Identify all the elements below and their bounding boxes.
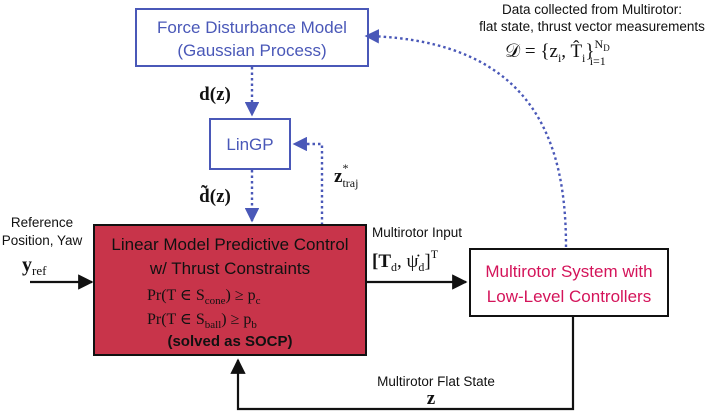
trajectory-label-sup: * [342, 161, 348, 175]
input-formula-b: , ψ̇ [397, 251, 420, 272]
cone-constraint-sub: cone [205, 295, 226, 307]
ball-constraint-sub: ball [205, 319, 222, 331]
multirotor-system-box [469, 248, 669, 317]
formula-sub-i2: i [582, 51, 586, 65]
formula-mid: , T̂ [561, 40, 582, 62]
input-formula-a: [T [372, 251, 391, 272]
input-formula-c: ] [424, 251, 430, 272]
data-note-line2: flat state, thrust vector measurements [479, 19, 705, 34]
reference-line1: Reference [11, 215, 73, 230]
trajectory-label-sub: traj [342, 176, 358, 190]
lingp-box [209, 118, 291, 170]
trajectory-label: z*traj [334, 161, 358, 190]
ball-constraint-psub: b [251, 319, 257, 331]
multirotor-input-label: Multirotor Input [372, 225, 462, 240]
system-subtitle: Low-Level Controllers [487, 287, 651, 306]
formula-prefix: 𝒟 = {z [505, 41, 558, 62]
formula-sup-d: D [603, 43, 610, 53]
formula-sub-i: i [558, 51, 562, 65]
input-formula-sub-d: d [391, 260, 397, 274]
ball-constraint: Pr(T ∈ Sball) ≥ pb [147, 311, 257, 331]
ball-constraint-a: Pr(T ∈ S [147, 311, 205, 328]
formula-close: } [585, 41, 594, 62]
formula-sub-range: i=1 [590, 54, 606, 68]
flat-state-symbol: z [427, 388, 436, 409]
trajectory-feedback-arrow [292, 136, 324, 225]
multirotor-input-formula: [Td, ψ̇d]T [372, 247, 439, 274]
linearized-disturbance-label: d̃(z) [199, 185, 231, 207]
lingp-label: LinGP [226, 135, 273, 154]
flat-state-label: Multirotor Flat State [377, 374, 495, 389]
formula-sup-n: N [595, 37, 604, 51]
input-formula-sub-d2: d [418, 260, 424, 274]
reference-line2: Position, Yaw [2, 233, 83, 248]
reference-symbol: yref [22, 254, 47, 278]
reference-symbol-base: y [22, 254, 32, 276]
input-formula-sup: T [431, 247, 439, 261]
force-model-title: Force Disturbance Model [157, 18, 347, 37]
cone-constraint: Pr(T ∈ Scone) ≥ pc [147, 287, 261, 307]
cone-constraint-a: Pr(T ∈ S [147, 287, 205, 304]
disturbance-output-label: d(z) [199, 84, 231, 105]
ball-constraint-b: ) ≥ p [221, 311, 251, 328]
mpc-box [93, 224, 367, 356]
flat-state-feedback-arrow [230, 316, 575, 411]
data-note-line1: Data collected from Multirotor: [502, 2, 682, 17]
cone-constraint-b: ) ≥ p [226, 287, 256, 304]
reference-symbol-sub: ref [32, 263, 47, 278]
mpc-solver-note: (solved as SOCP) [167, 333, 292, 350]
force-disturbance-model-box [135, 8, 369, 67]
cone-constraint-psub: c [256, 295, 261, 307]
mpc-subtitle: w/ Thrust Constraints [149, 259, 310, 278]
trajectory-label-base: z [334, 166, 343, 187]
force-model-subtitle: (Gaussian Process) [177, 41, 326, 60]
system-title: Multirotor System with [485, 262, 652, 281]
mpc-title: Linear Model Predictive Control [111, 235, 348, 254]
data-collection-arrow [364, 29, 568, 248]
